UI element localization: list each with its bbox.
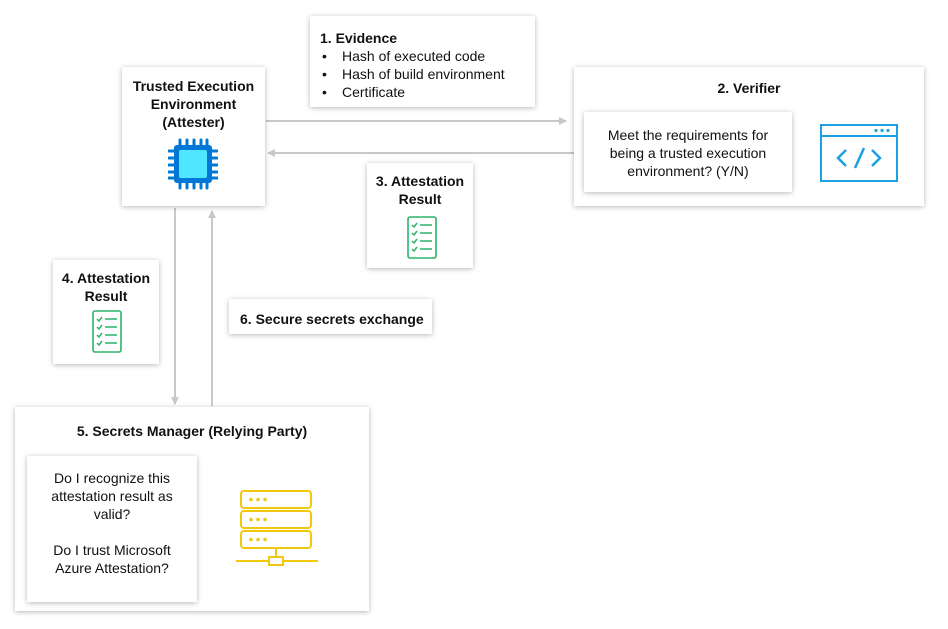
secrets-manager-title: 5. Secrets Manager (Relying Party) bbox=[76, 423, 308, 439]
secrets-manager-card: 5. Secrets Manager (Relying Party) Do I … bbox=[15, 407, 369, 611]
evidence-title: 1. Evidence bbox=[320, 30, 398, 46]
evidence-list: Hash of executed code Hash of build envi… bbox=[320, 47, 535, 101]
verifier-question: Meet the requirements for being a truste… bbox=[584, 112, 792, 192]
attester-card: Trusted Execution Environment (Attester) bbox=[122, 67, 265, 206]
verifier-title: 2. Verifier bbox=[717, 80, 781, 96]
attestation-result-4-card: 4. Attestation Result bbox=[53, 260, 159, 364]
evidence-card: 1. Evidence Hash of executed code Hash o… bbox=[310, 16, 535, 107]
verifier-card: 2. Verifier Meet the requirements for be… bbox=[574, 67, 924, 206]
attester-title: Trusted Execution Environment (Attester) bbox=[132, 78, 255, 130]
cpu-chip-icon bbox=[168, 138, 218, 190]
attestation-result-3-card: 3. Attestation Result bbox=[367, 163, 473, 268]
checklist-icon bbox=[407, 216, 437, 259]
secrets-manager-questions: Do I recognize this attestation result a… bbox=[27, 456, 197, 602]
checklist-icon bbox=[92, 310, 122, 353]
evidence-item: Hash of executed code bbox=[320, 47, 535, 65]
evidence-item: Hash of build environment bbox=[320, 65, 535, 83]
code-window-icon bbox=[820, 124, 898, 182]
server-icon bbox=[236, 490, 318, 566]
secrets-exchange-label: 6. Secure secrets exchange bbox=[229, 299, 432, 334]
evidence-item: Certificate bbox=[320, 83, 535, 101]
